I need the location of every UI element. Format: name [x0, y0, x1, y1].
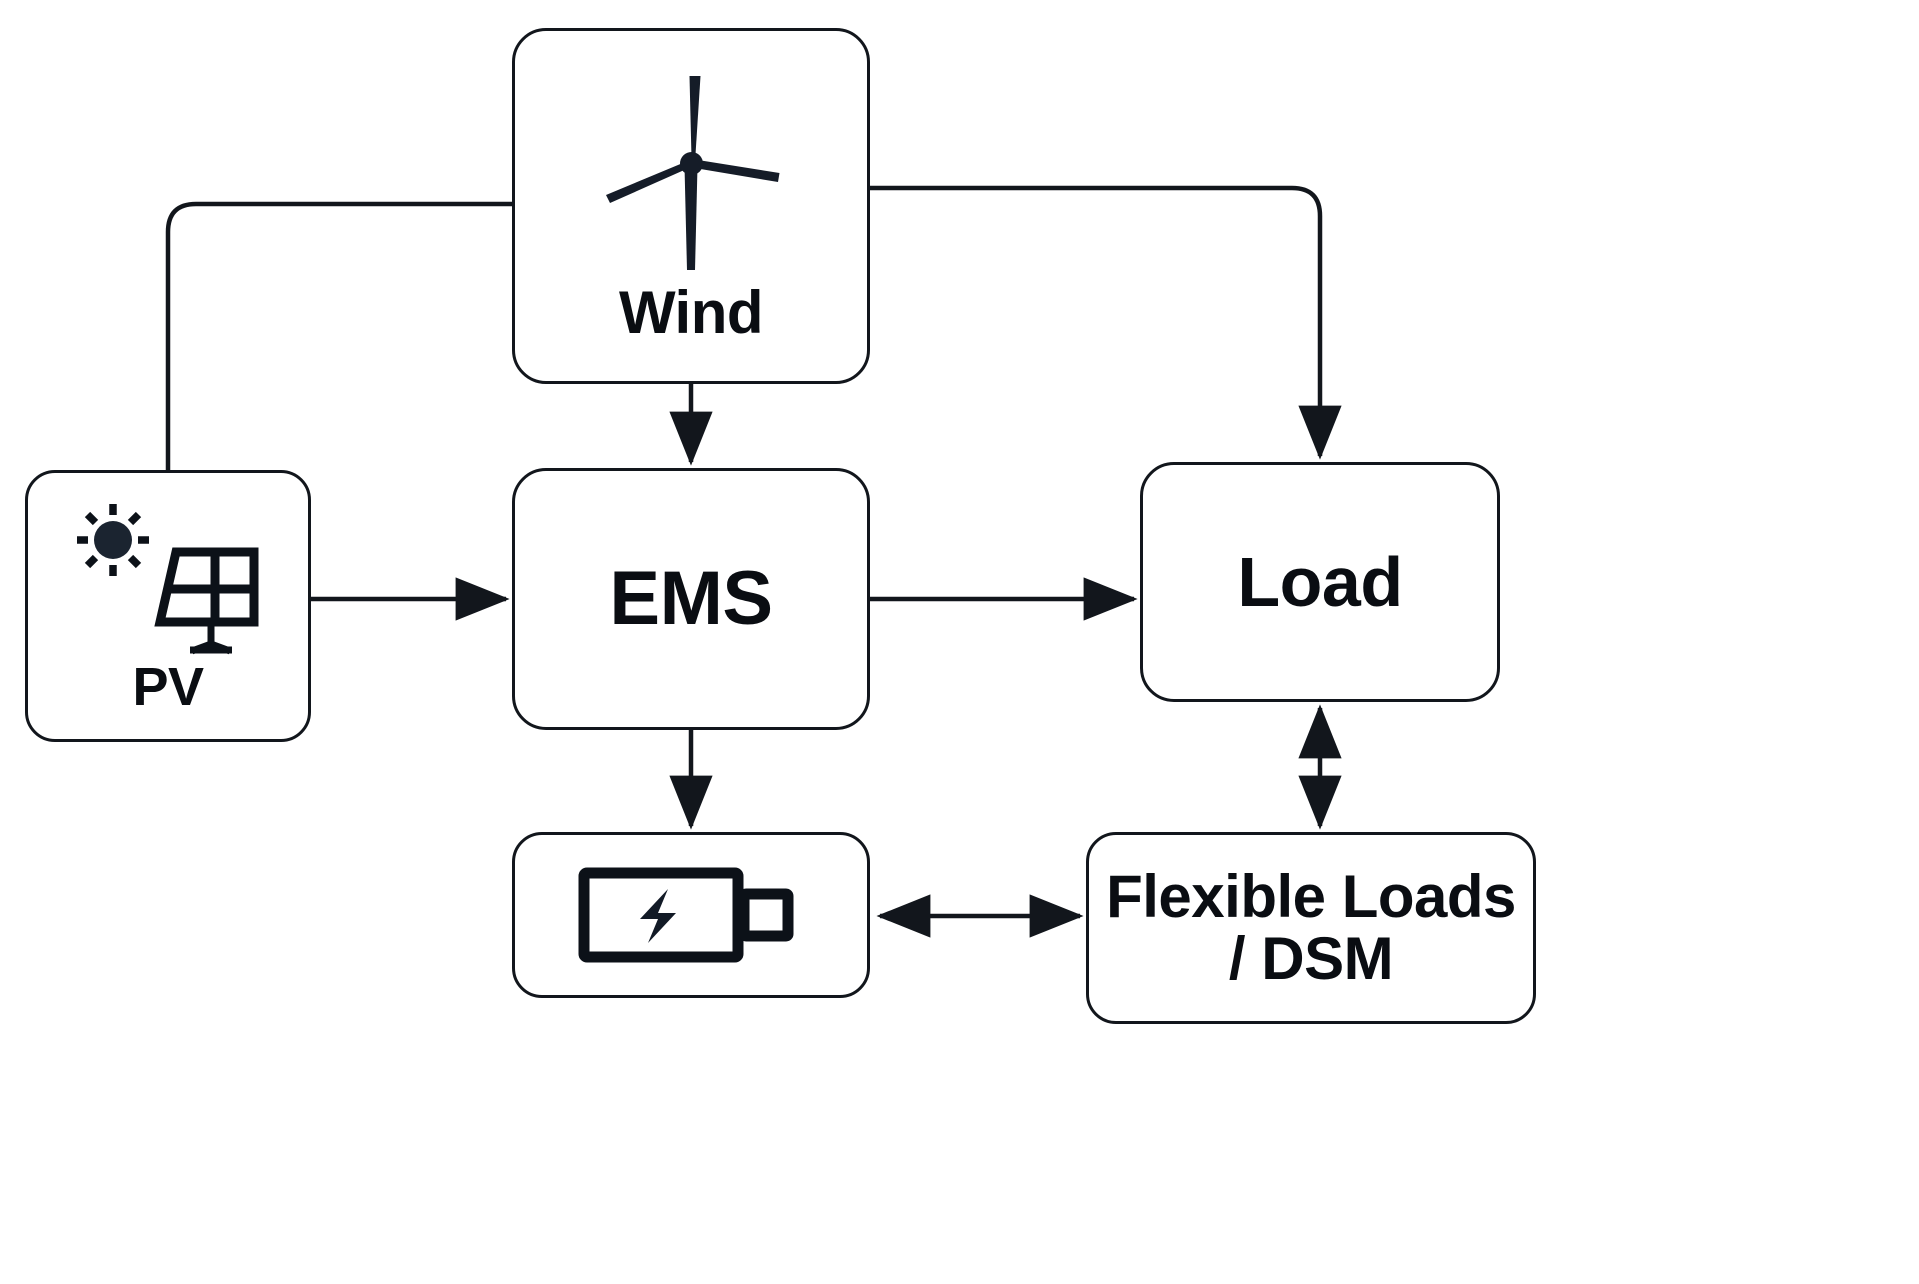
node-wind-label: Wind [618, 278, 764, 346]
node-ems-label: EMS [609, 556, 773, 642]
node-flexible-loads[interactable]: Flexible Loads / DSM [1086, 832, 1536, 1024]
solar-panel-icon [68, 497, 268, 657]
node-pv-label: PV [132, 656, 204, 717]
edge-wind-to-pv [165, 201, 512, 470]
node-pv[interactable]: PV [25, 470, 311, 742]
node-battery[interactable] [512, 832, 870, 998]
node-load-label: Load [1237, 542, 1403, 621]
node-ems[interactable]: EMS [512, 468, 870, 730]
node-wind[interactable]: Wind [512, 28, 870, 384]
node-load[interactable]: Load [1140, 462, 1500, 702]
edge-wind-to-load [870, 185, 1342, 460]
wind-turbine-icon [591, 68, 791, 278]
node-flexible-loads-label: Flexible Loads / DSM [1106, 862, 1516, 992]
battery-charging-icon [576, 860, 806, 970]
